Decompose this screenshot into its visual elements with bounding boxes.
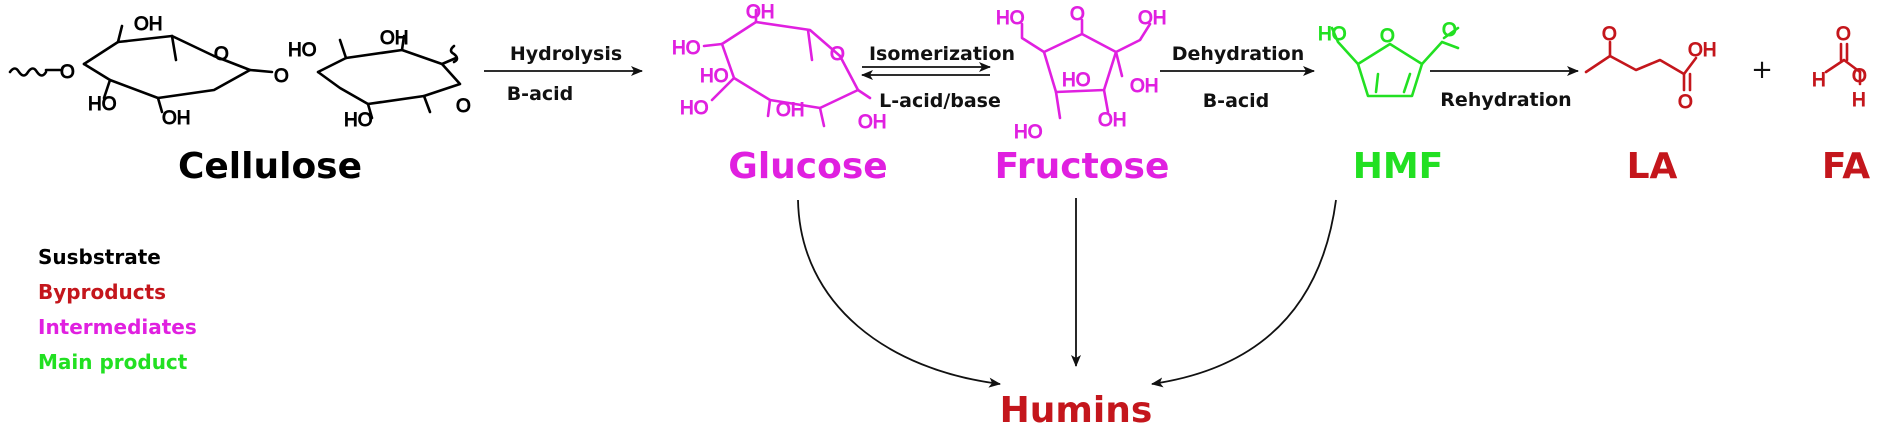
atom-h: H [1812, 70, 1826, 91]
isomerization-label: Isomerization [869, 43, 1015, 65]
atom-oh: OH [1138, 8, 1167, 29]
dehydration-label: Dehydration [1172, 43, 1305, 65]
atom-o: O [274, 66, 289, 87]
atom-oh: OH [776, 100, 805, 121]
atom-oh: OH [162, 108, 191, 129]
fructose-substituents [1020, 18, 1152, 120]
atom-o: O [1442, 20, 1457, 41]
ring-left-bottom [82, 54, 252, 100]
atom-o: O [60, 62, 75, 83]
glucose-substituents [702, 8, 872, 128]
atom-ho: HO [672, 38, 701, 59]
ring-bottom [720, 42, 860, 110]
legend-intermediates: Intermediates [38, 315, 197, 339]
humins-label: Humins [1000, 390, 1153, 431]
la-structure: O OH O [1584, 24, 1717, 114]
isomerization-catalyst: L-acid/base [879, 90, 1001, 112]
cellulose-structure: O OH O HO OH O HO OH HO O [8, 14, 471, 132]
fa-structure: H O O H [1812, 24, 1868, 112]
atom-o: O [1380, 26, 1395, 47]
atom-oh: OH [746, 2, 775, 23]
atom-oh: OH [1688, 40, 1717, 61]
ring-right [316, 48, 462, 106]
wavy-bond-left [8, 67, 48, 77]
glucose-label: Glucose [728, 146, 887, 187]
atom-oh: OH [134, 14, 163, 35]
wavy-bond-right [449, 44, 459, 64]
legend: Susbstrate Byproducts Intermediates Main… [38, 245, 197, 374]
atom-ho: HO [1014, 122, 1043, 143]
atom-ho: HO [996, 8, 1025, 29]
atom-ho: HO [88, 94, 117, 115]
furan-double-bonds [1374, 72, 1412, 94]
atom-oh: OH [380, 28, 409, 49]
ring-top [720, 20, 842, 58]
plus-sign: + [1751, 55, 1773, 85]
hmf-to-humins-arrow [1151, 199, 1337, 388]
fa-bonds [1824, 58, 1862, 74]
atom-ho: HO [1318, 24, 1347, 45]
atom-ho: HO [700, 66, 729, 87]
hmf-substituents [1330, 26, 1460, 66]
atom-o: O [1678, 92, 1693, 113]
atom-o: O [1852, 66, 1867, 87]
atom-ho: HO [288, 40, 317, 61]
hmf-label: HMF [1353, 146, 1444, 187]
rehydration-label: Rehydration [1440, 89, 1571, 111]
glucose-to-humins-arrow [797, 199, 1001, 388]
legend-byproducts: Byproducts [38, 280, 166, 304]
fructose-structure: HO O OH OH HO OH HO [996, 4, 1168, 144]
atom-o: O [1836, 24, 1851, 45]
atom-o: O [1070, 4, 1085, 25]
glucose-structure: OH HO HO HO OH O OH [672, 2, 888, 134]
la-chain [1584, 54, 1698, 76]
atom-oh: OH [858, 112, 887, 133]
atom-ho: HO [1062, 70, 1091, 91]
atom-ho: HO [344, 110, 373, 131]
fructose-label: Fructose [995, 146, 1170, 187]
legend-main-product: Main product [38, 350, 188, 374]
cellulose-label: Cellulose [178, 146, 362, 187]
atom-o: O [456, 96, 471, 117]
ring-right-substituents [338, 34, 458, 120]
furanose-ring [1042, 32, 1118, 94]
dehydration-catalyst: B-acid [1203, 90, 1270, 112]
atom-o: O [830, 44, 845, 65]
atom-h: H [1852, 90, 1866, 111]
hydrolysis-label: Hydrolysis [510, 43, 622, 65]
atom-oh: OH [1130, 76, 1159, 97]
hmf-structure: HO O O [1318, 20, 1460, 98]
hydrolysis-catalyst: B-acid [507, 83, 574, 105]
fa-label: FA [1822, 146, 1870, 187]
atom-o: O [214, 44, 229, 65]
ring-left-substituents [102, 24, 274, 114]
legend-substrate: Susbstrate [38, 245, 161, 269]
atom-oh: OH [1098, 110, 1127, 131]
atom-o: O [1602, 24, 1617, 45]
acid-carbonyl [1682, 72, 1692, 92]
furan-ring [1356, 42, 1424, 98]
la-label: LA [1627, 146, 1678, 187]
fa-carbonyl [1839, 42, 1849, 62]
atom-ho: HO [680, 98, 709, 119]
ring-left-top [82, 34, 216, 66]
